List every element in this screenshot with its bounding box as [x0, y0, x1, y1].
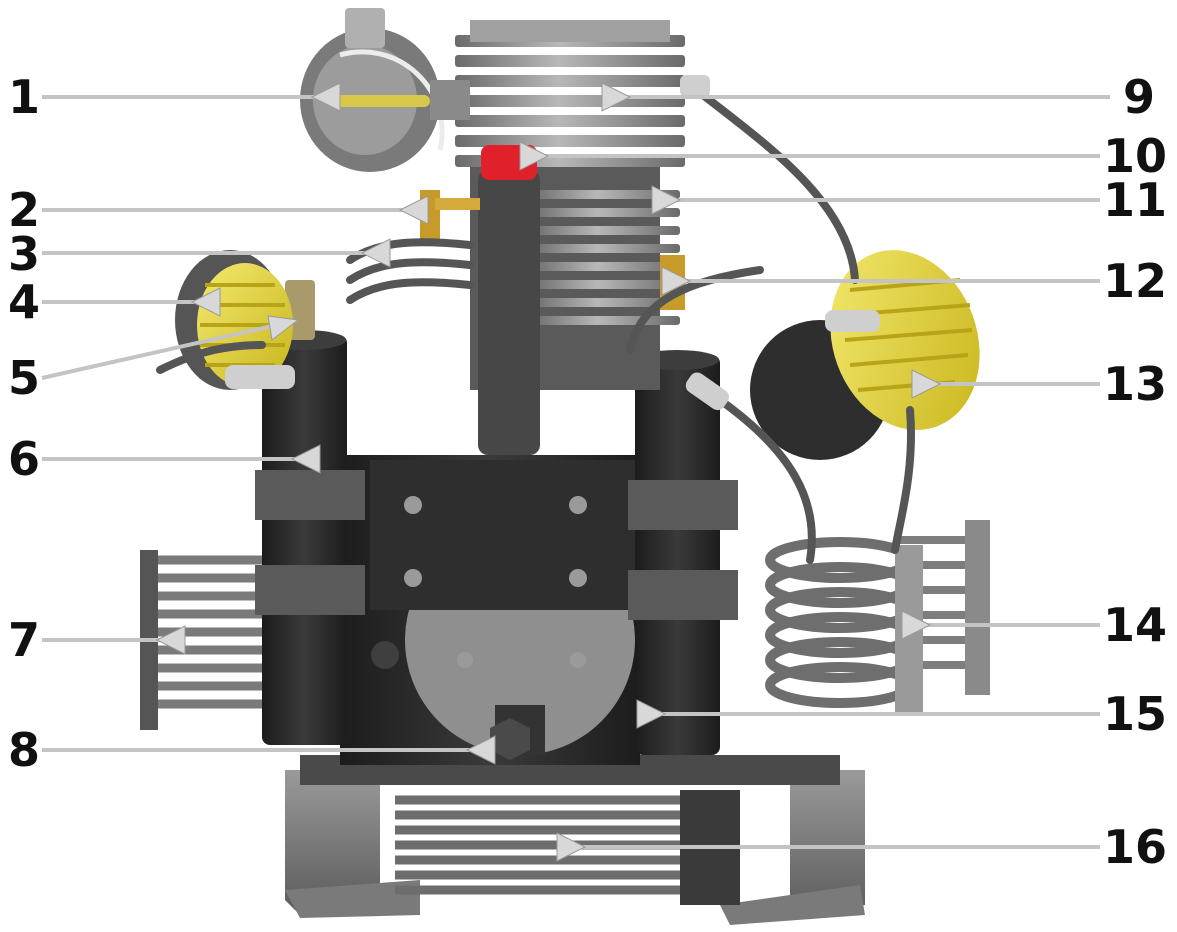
side-plug [371, 641, 399, 669]
callout-9: 9 [1122, 70, 1155, 124]
right-valve-head [750, 250, 980, 460]
arrowhead-1 [310, 82, 341, 112]
callout-5: 5 [8, 351, 41, 405]
callout-11: 11 [1102, 173, 1167, 227]
pipework [156, 81, 915, 564]
right-separator [635, 355, 720, 755]
base-frame [285, 755, 865, 925]
left-cooling-coil [145, 555, 265, 709]
callout-15: 15 [1102, 687, 1167, 741]
callout-12: 12 [1102, 254, 1167, 308]
left-clamp-lower [255, 565, 365, 615]
arrowhead-9 [601, 82, 632, 112]
leader-lines [41, 95, 1110, 849]
arrowhead-12 [661, 266, 692, 296]
callout-2: 2 [8, 183, 41, 237]
callout-4: 4 [8, 275, 41, 329]
left-separator [262, 335, 347, 745]
right-coil-bracket [965, 520, 990, 695]
fittings [225, 75, 880, 411]
right-clamp-lower [628, 570, 738, 620]
arrowhead-8 [465, 735, 496, 765]
arrowhead-13 [911, 369, 942, 399]
leader-line-5 [41, 320, 291, 380]
filter-housing [478, 170, 540, 455]
callout-7: 7 [8, 613, 41, 667]
callout-16: 16 [1102, 820, 1167, 874]
arrowhead-5 [267, 315, 300, 341]
arrowhead-3 [360, 238, 391, 268]
right-cooling-coil [765, 537, 915, 708]
right-clamp-upper [628, 480, 738, 530]
arrowhead-15 [636, 699, 667, 729]
arrowhead-7 [155, 625, 186, 655]
callout-8: 8 [8, 723, 41, 777]
callout-14: 14 [1102, 598, 1167, 652]
arrowhead-2 [398, 195, 429, 225]
arrowhead-10 [519, 141, 550, 171]
arrowhead-14 [901, 610, 932, 640]
callout-1: 1 [8, 70, 41, 124]
arrowhead-11 [651, 185, 682, 215]
arrowhead-4 [190, 287, 221, 317]
plate-bolts [404, 496, 587, 668]
callout-10: 10 [1102, 129, 1167, 183]
callout-13: 13 [1102, 357, 1167, 411]
arrowhead-16 [556, 832, 587, 862]
callout-6: 6 [8, 432, 41, 486]
left-clamp-upper [255, 470, 365, 520]
leader-arrowheads [155, 82, 942, 862]
arrowhead-6 [290, 444, 321, 474]
callout-3: 3 [8, 227, 41, 281]
oil-drain-plug [490, 718, 530, 760]
air-intake-filter [300, 8, 470, 172]
